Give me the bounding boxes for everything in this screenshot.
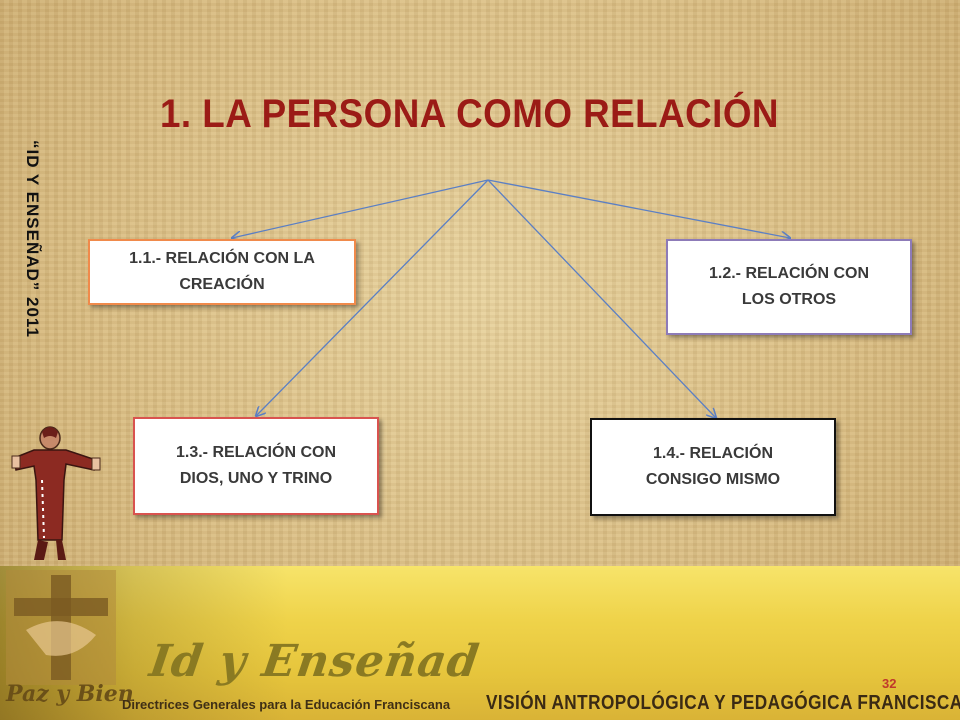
relation-box-creation: 1.1.- RELACIÓN CON LA CREACIÓN xyxy=(88,239,356,305)
connector-to-box-1 xyxy=(232,179,489,238)
box-line: CREACIÓN xyxy=(179,276,265,293)
slide-title: 1. LA PERSONA COMO RELACIÓN xyxy=(160,92,779,136)
cross-icon xyxy=(6,570,116,685)
box-line: 1.2.- RELACIÓN CON xyxy=(708,265,869,282)
box-line: 1.4.- RELACIÓN xyxy=(652,445,773,462)
footer-subtitle: Directrices Generales para la Educación … xyxy=(122,697,451,712)
relation-box-self: 1.4.- RELACIÓN CONSIGO MISMO xyxy=(590,418,836,516)
footer-banner: Id y Enseñad Paz y Bien Directrices Gene… xyxy=(0,566,960,720)
footer-shading xyxy=(0,566,960,720)
connector-to-box-4 xyxy=(487,179,716,418)
footer-motto: Paz y Bien xyxy=(6,681,134,707)
connector-lines xyxy=(0,179,960,566)
box-line: 1.1.- RELACIÓN CON LA xyxy=(129,250,315,267)
box-line: DIOS, UNO Y TRINO xyxy=(179,470,333,487)
box-line: 1.3.- RELACIÓN CON xyxy=(175,444,336,461)
footer-script-title: Id y Enseñad xyxy=(146,636,483,687)
connector-to-box-2 xyxy=(487,179,790,238)
relation-box-god: 1.3.- RELACIÓN CON DIOS, UNO Y TRINO xyxy=(133,417,379,515)
connector-to-box-3 xyxy=(256,179,489,416)
box-line: CONSIGO MISMO xyxy=(645,471,781,488)
friar-icon xyxy=(11,426,101,560)
box-line: LOS OTROS xyxy=(741,291,837,308)
footer-banner-text: VISIÓN ANTROPOLÓGICA Y PEDAGÓGICA FRANCI… xyxy=(486,692,960,714)
page-number: 32 xyxy=(882,676,897,691)
side-label: “ID Y ENSEÑAD” 2011 xyxy=(23,140,42,338)
relation-box-others: 1.2.- RELACIÓN CON LOS OTROS xyxy=(666,239,912,335)
